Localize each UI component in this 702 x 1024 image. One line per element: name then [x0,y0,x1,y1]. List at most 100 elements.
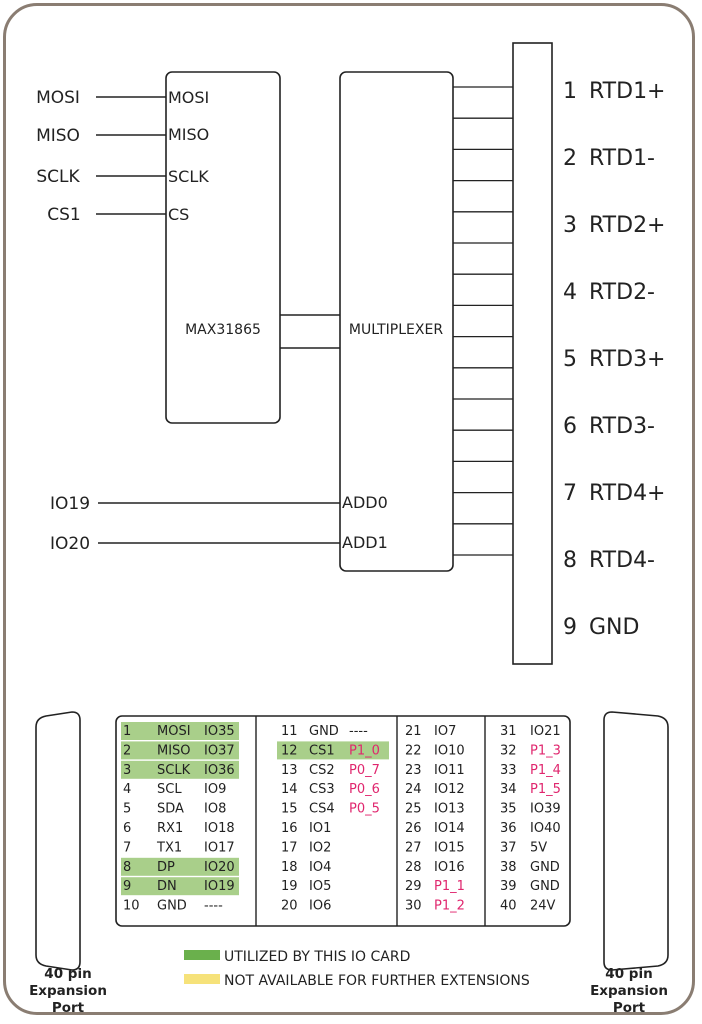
left-connector-icon [35,711,81,971]
max31865-label: MAX31865 [185,322,261,338]
pin-function: IO40 [530,821,561,836]
pin-gpio: IO20 [204,860,235,875]
right-port-label: Expansion [590,983,668,999]
pin-function: 5V [530,840,547,855]
legend-green-swatch [184,950,220,960]
terminal-label: RTD3+ [589,347,666,372]
pin-function: IO39 [530,802,561,817]
pin-function: P1_4 [530,763,561,778]
terminal-number: 2 [563,146,577,171]
multiplexer-label: MULTIPLEXER [349,322,443,338]
pin-function: P1_3 [530,743,561,758]
pin-number: 30 [405,899,422,914]
spi-left-label: MOSI [36,88,80,108]
pin-number: 22 [405,743,422,758]
pin-number: 38 [500,860,517,875]
spi-signals: MOSI MISO SCLK CS1 MOSI MISO SCLK CS [36,88,209,225]
pin-highlights [121,722,389,896]
terminal-number: 1 [563,79,577,104]
pin-number: 1 [123,724,131,739]
pin-highlight [121,722,239,740]
pin-gpio: IO37 [204,743,235,758]
address-signals: IO19 IO20 ADD0 ADD1 [50,493,388,554]
pin-gpio: IO9 [204,782,226,797]
pin-number: 21 [405,724,422,739]
pin-number: 7 [123,840,131,855]
pin-function: SCLK [157,763,191,778]
terminal-label: RTD3- [589,414,655,439]
pin-function: IO2 [309,840,331,855]
pin-number: 34 [500,782,517,797]
spi-left-label: SCLK [36,167,80,187]
pin-function: CS1 [309,743,335,758]
pin-number: 8 [123,860,131,875]
pin-function: IO11 [434,763,465,778]
mux-output-lines [453,86,513,556]
pin-function: DN [157,879,177,894]
card-border [3,3,695,1015]
pin-gpio: P1_0 [349,743,380,758]
pin-function: SCL [157,782,182,797]
terminal-number: 7 [563,481,577,506]
pin-highlight [121,857,239,876]
spi-pin-label: MISO [168,125,209,144]
pin-number: 16 [281,821,298,836]
spi-pin-label: MOSI [168,88,209,107]
pin-number: 37 [500,840,517,855]
spi-pin-label: SCLK [168,167,209,186]
pin-number: 19 [281,879,298,894]
pin-highlight [121,741,239,760]
pin-function: IO7 [434,724,456,739]
pin-function: DP [157,860,175,875]
pin-number: 15 [281,802,298,817]
pin-gpio: IO35 [204,724,235,739]
pin-function: GND [530,879,560,894]
max31865-chip [165,71,281,424]
terminal-label: GND [589,615,639,640]
pin-number: 10 [123,899,140,914]
pin-number: 27 [405,840,422,855]
pin-number: 4 [123,782,131,797]
left-port-label: Expansion [29,983,107,999]
pin-gpio: IO36 [204,763,235,778]
pin-number: 25 [405,802,422,817]
pin-highlight [121,760,239,779]
pin-gpio: ---- [349,724,368,739]
terminal-label: RTD1+ [589,79,666,104]
pin-table [115,715,571,927]
pin-number: 26 [405,821,422,836]
addr-pin-label: ADD0 [342,493,388,512]
pin-function: CS3 [309,782,335,797]
pin-number: 31 [500,724,517,739]
addr-left-label: IO19 [50,494,90,514]
pin-highlight [277,741,389,760]
terminal-number: 3 [563,213,577,238]
spi-pin-label: CS [168,205,189,224]
pin-number: 13 [281,763,298,778]
legend-not-available: NOT AVAILABLE FOR FURTHER EXTENSIONS [224,973,530,989]
pin-function: TX1 [156,840,182,855]
pin-gpio: IO18 [204,821,235,836]
terminal-label: RTD2+ [589,213,666,238]
pin-function: P1_5 [530,782,561,797]
legend-yellow-swatch [184,974,220,984]
multiplexer-chip [339,71,454,572]
pin-function: GND [530,860,560,875]
left-port-label: 40 pin [44,966,91,982]
pin-gpio: P0_7 [349,763,380,778]
addr-left-label: IO20 [50,534,90,554]
pin-function: MISO [157,743,191,758]
pin-number: 33 [500,763,517,778]
pin-function: SDA [157,802,184,817]
pin-gpio: ---- [204,899,223,914]
pin-number: 39 [500,879,517,894]
pin-gpio: IO19 [204,879,235,894]
legend-utilized: UTILIZED BY THIS IO CARD [224,949,410,965]
pin-function: IO21 [530,724,561,739]
pin-function: GND [157,899,187,914]
pin-function: CS4 [309,802,335,817]
pin-function: MOSI [157,724,191,739]
pin-number: 12 [281,743,298,758]
